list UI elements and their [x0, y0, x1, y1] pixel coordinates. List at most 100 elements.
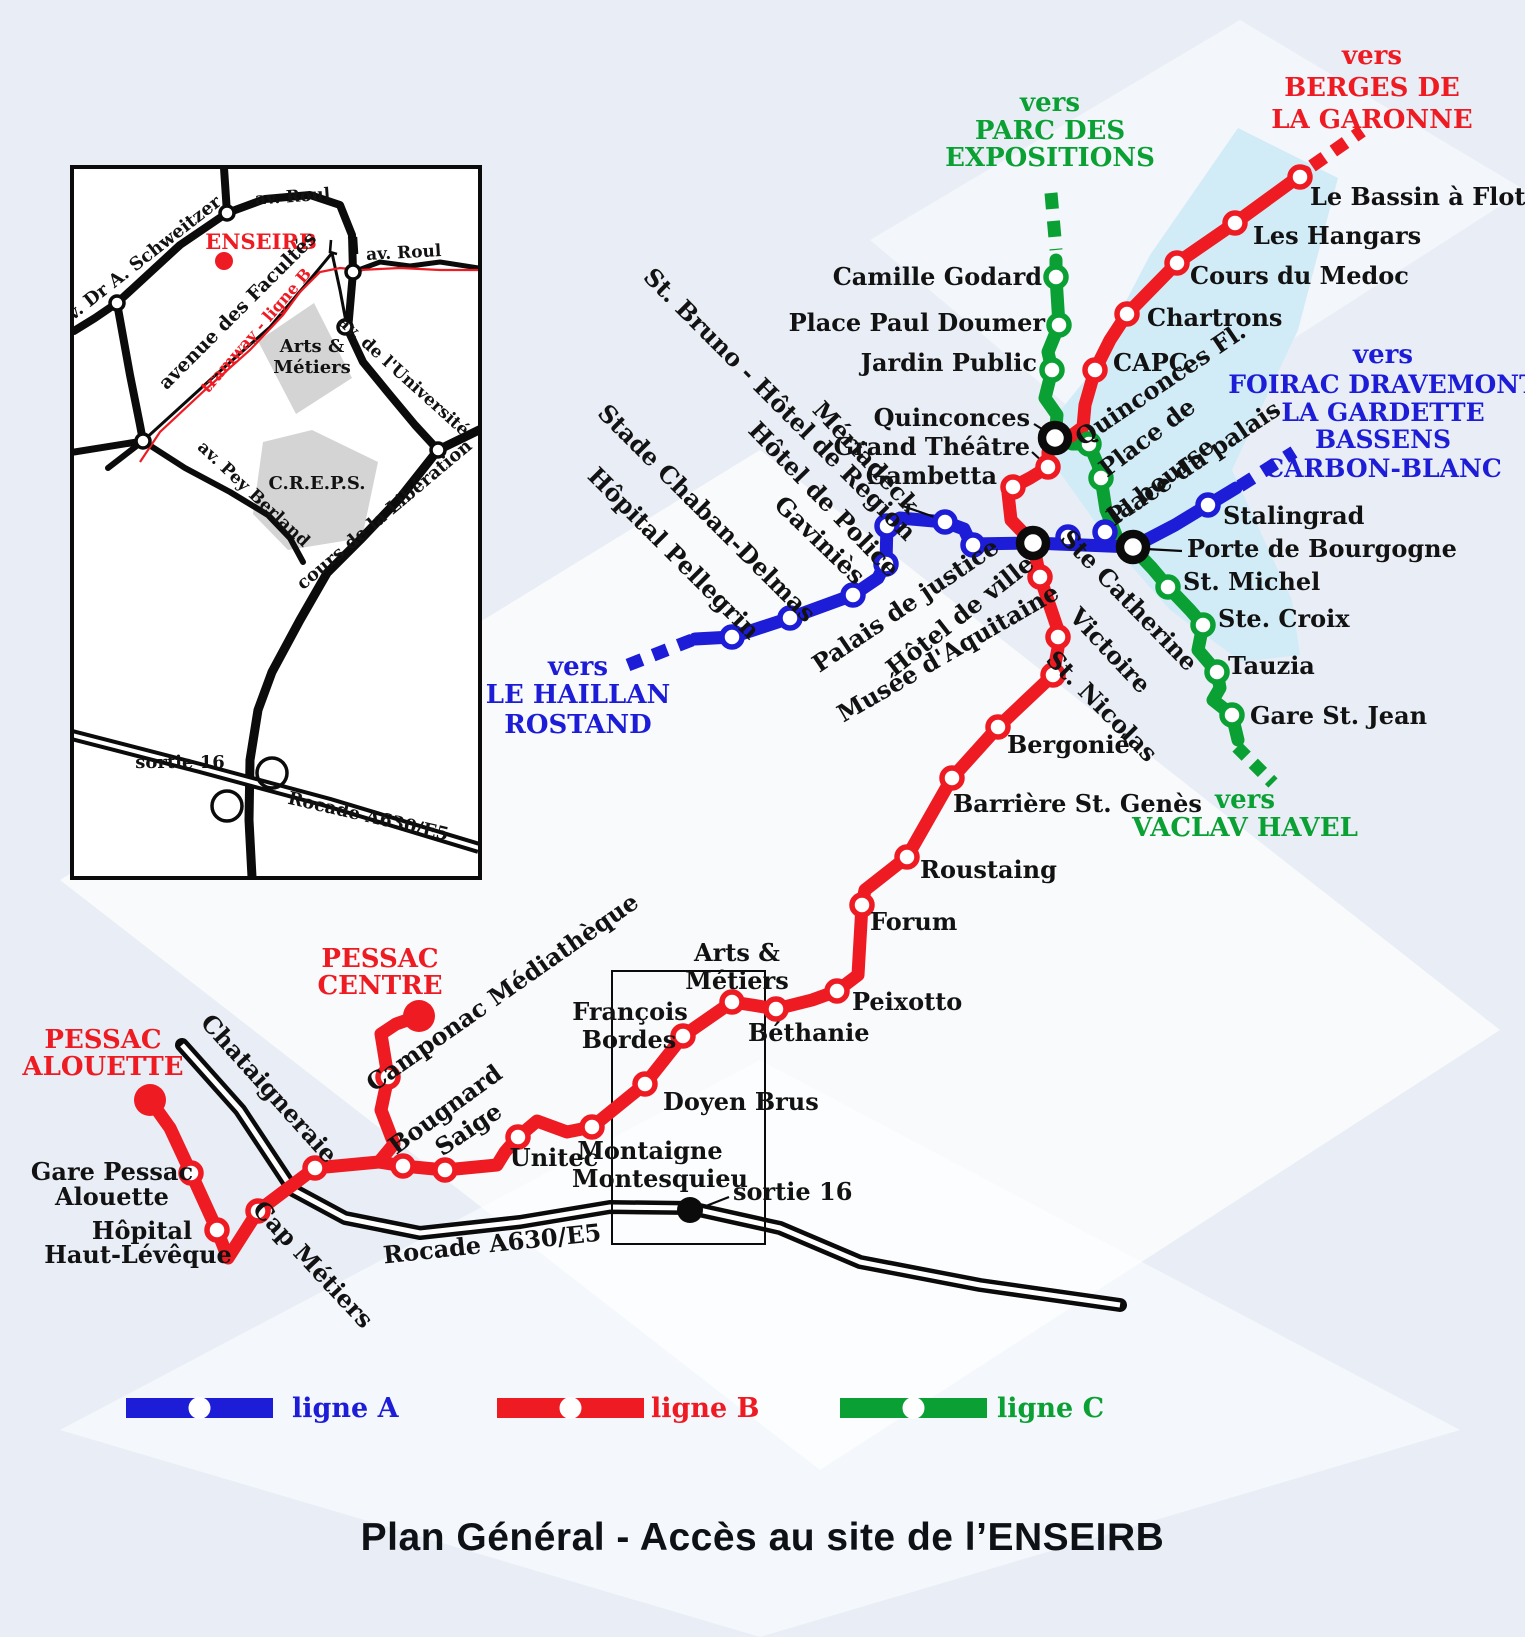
- station-line-b: [1164, 250, 1190, 276]
- label-enseirb: ENSEIRB: [205, 229, 316, 254]
- label-berges-de: BERGES DE: [1284, 73, 1460, 103]
- inset-tramway-ligne-b: [139, 266, 478, 463]
- legend-station-icon: [902, 1397, 925, 1419]
- label-bordes: Bordes: [582, 1025, 677, 1054]
- inset-junction: [344, 263, 362, 281]
- interchange-loop-1: [210, 789, 244, 823]
- interchange-station: [1015, 525, 1051, 561]
- road-rocade-chataigneraie-median: [180, 1043, 1121, 1308]
- label-arts: Arts &: [279, 336, 344, 357]
- inset-junction: [108, 294, 126, 312]
- label-montaigne: Montaigne: [577, 1136, 722, 1165]
- station-line-b: [375, 1064, 401, 1090]
- label-foirac-dravemont: FOIRAC DRAVEMONT: [1228, 370, 1525, 399]
- station-line-b: [1045, 624, 1071, 650]
- label-metiers: Métiers: [685, 966, 788, 995]
- tram-line-b-path-0: [1308, 125, 1366, 172]
- label-alouette: Alouette: [54, 1182, 169, 1211]
- station-line-b: [178, 1160, 204, 1186]
- label-vers: vers: [1214, 785, 1275, 815]
- station-line-c: [1039, 357, 1065, 383]
- label-gare-pessac: Gare Pessac: [31, 1157, 193, 1186]
- label-pessac: PESSAC: [44, 1025, 161, 1055]
- label-stalingrad: Stalingrad: [1223, 501, 1365, 530]
- station-line-b: [505, 1124, 531, 1150]
- station-line-b: [245, 1198, 271, 1224]
- label-leader-3: [1145, 547, 1183, 553]
- station-line-b: [1287, 164, 1313, 190]
- enseirb-entrance-bracket-0: [328, 239, 338, 256]
- interchange-loop-0: [255, 756, 289, 790]
- station-line-b: [939, 765, 965, 791]
- terminus-dot-line-b: [403, 1000, 435, 1032]
- label-montesquieu: Montesquieu: [572, 1164, 748, 1193]
- inset-junction: [134, 432, 152, 450]
- station-line-b: [1082, 357, 1108, 383]
- label-vers: vers: [1341, 41, 1402, 71]
- station-line-a: [719, 624, 745, 650]
- station-line-a: [1092, 519, 1118, 545]
- legend-item-ligne-a: ligne A: [126, 1393, 400, 1424]
- label-jardin-public: Jardin Public: [859, 348, 1037, 377]
- station-line-b: [302, 1155, 328, 1181]
- tram-line-a: [625, 446, 1298, 672]
- label-forum: Forum: [870, 907, 957, 936]
- label-haut-leveque: Haut-Lévêque: [44, 1240, 232, 1269]
- station-line-c: [1204, 659, 1230, 685]
- station-line-c: [1046, 312, 1072, 338]
- label-vaclav-havel: VACLAV HAVEL: [1131, 813, 1358, 843]
- label-bassens: BASSENS: [1315, 425, 1451, 454]
- station-line-b: [670, 1023, 696, 1049]
- label-tauzia: Tauzia: [1228, 651, 1315, 680]
- inset-junction: [336, 318, 354, 336]
- inset-road-7: [140, 438, 306, 565]
- label-porte-de-bourgogne: Porte de Bourgogne: [1187, 534, 1457, 563]
- label-bethanie: Béthanie: [748, 1018, 869, 1047]
- station-line-b: [985, 714, 1011, 740]
- page-title: Plan Général - Accès au site de l’ENSEIR…: [360, 1516, 1165, 1559]
- label-chartrons: Chartrons: [1147, 303, 1282, 332]
- label-hopital: Hôpital: [92, 1216, 192, 1245]
- label-le-haillan: LE HAILLAN: [486, 680, 671, 710]
- label-c-r-e-p-s: C.R.E.P.S.: [269, 473, 366, 494]
- tram-line-c-path-2: [1232, 742, 1278, 788]
- station-line-b: [579, 1114, 605, 1140]
- station-line-b: [719, 989, 745, 1015]
- station-line-b: [1222, 210, 1248, 236]
- inset-road-5: [350, 259, 478, 275]
- legend-label-ligne-a: ligne A: [292, 1393, 400, 1424]
- label-pessac: PESSAC: [321, 944, 438, 974]
- station-line-b: [204, 1217, 230, 1243]
- station-line-c: [1076, 431, 1102, 457]
- station-line-a: [932, 509, 958, 535]
- label-unitec: Unitec: [510, 1143, 598, 1172]
- label-st-michel: St. Michel: [1183, 567, 1320, 596]
- inset-junction: [429, 441, 447, 459]
- station-line-c: [1219, 702, 1245, 728]
- label-metiers: Métiers: [273, 357, 351, 378]
- tram-line-a-path-2: [1236, 446, 1298, 492]
- label-cours-du-medoc: Cours du Medoc: [1190, 261, 1409, 290]
- label-arts: Arts &: [693, 938, 780, 967]
- background-band-2: [60, 1060, 1460, 1637]
- label-gare-st-jean: Gare St. Jean: [1250, 701, 1427, 730]
- enseirb-entrance-bracket-1: [347, 235, 359, 255]
- label-leader-2: [899, 503, 941, 521]
- label-grand-theatre: Grand Théâtre: [834, 432, 1030, 461]
- inset-road-10: [141, 251, 334, 443]
- label-capc: CAPC: [1113, 348, 1188, 377]
- interchange-station: [1037, 420, 1073, 456]
- label-centre: CENTRE: [317, 971, 442, 1001]
- station-line-a: [777, 605, 803, 631]
- station-line-c: [1190, 612, 1216, 638]
- station-line-b: [849, 892, 875, 918]
- label-quinconces: Quinconces: [874, 403, 1030, 432]
- tram-line-a-path-0: [625, 633, 695, 672]
- label-rostand: ROSTAND: [504, 710, 651, 740]
- label-bergonie: Bergonié: [1007, 730, 1130, 759]
- station-line-b: [1000, 474, 1026, 500]
- inset-road-8: [74, 437, 147, 456]
- label-sortie-16: sortie 16: [135, 752, 225, 773]
